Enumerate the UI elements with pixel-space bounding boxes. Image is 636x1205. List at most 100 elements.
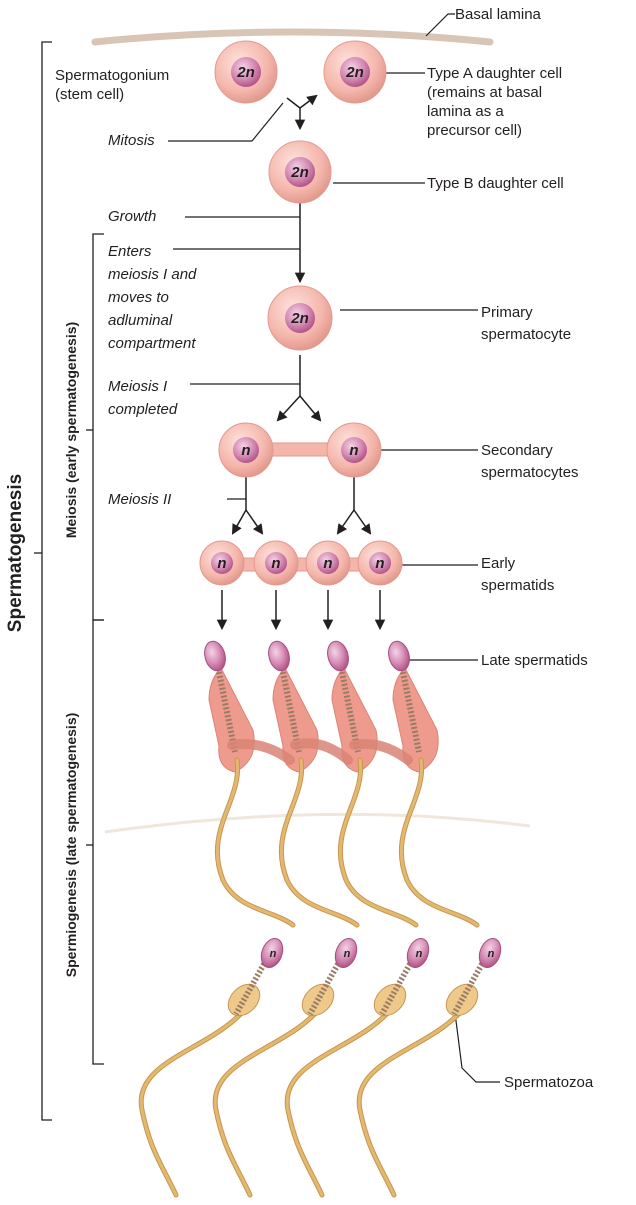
- flagellum: [212, 1005, 323, 1198]
- ploidy-label: 2n: [290, 310, 309, 327]
- flagellum: [398, 757, 480, 928]
- nucleus: [265, 552, 287, 574]
- flagellum: [337, 757, 419, 928]
- early-spermatid-cell: n: [253, 540, 299, 586]
- flagellum-core: [279, 758, 359, 927]
- nucleus: [285, 157, 315, 187]
- type-b-daughter-cell: 2n: [268, 140, 332, 204]
- meiosis-bracket-label: Meiosis (early spermatogenesis): [63, 321, 79, 539]
- meiosis-bracket: [92, 233, 104, 621]
- spermatozoon: n: [284, 937, 430, 1198]
- flagellum-core: [139, 1006, 248, 1197]
- secondary-spermatocyte-cell: n: [326, 422, 382, 478]
- midpiece: [280, 671, 302, 753]
- ploidy-label: n: [241, 442, 250, 459]
- ploidy-label: n: [349, 442, 358, 459]
- midpiece: [233, 962, 267, 1016]
- growth-label: Growth: [108, 208, 157, 225]
- spermatogenesis-bracket-label: Spermatogenesis: [5, 473, 26, 633]
- nucleus: [341, 437, 367, 463]
- sperm-head: [406, 937, 430, 969]
- basal-lamina-membrane: [91, 28, 494, 46]
- spermatogonium-cell: 2n: [214, 40, 278, 104]
- enters-meiosis-label: Enters meiosis I and moves to adluminal …: [108, 243, 197, 352]
- nucleus: [211, 552, 233, 574]
- meiosis-1-label: Meiosis I completed: [108, 378, 178, 418]
- nucleus: [317, 552, 339, 574]
- late-spermatid: [388, 640, 480, 928]
- nucleus: [233, 437, 259, 463]
- sperm-head: [334, 937, 358, 969]
- lumen-membrane: [104, 812, 531, 834]
- primary-spermatocyte-label: Primary spermatocyte: [481, 304, 572, 343]
- late-spermatids-label: Late spermatids: [481, 652, 588, 669]
- ploidy-label: n: [217, 555, 226, 572]
- spermatid-head: [268, 640, 290, 672]
- nucleus: [340, 57, 370, 87]
- spermatogonium-label: Spermatogonium (stem cell): [55, 67, 170, 103]
- midpiece: [451, 962, 485, 1016]
- spermatid-head: [204, 640, 226, 672]
- type-a-daughter-cell: 2n: [323, 40, 387, 104]
- type-a-label: Type A daughter cell (remains at basal l…: [427, 65, 563, 139]
- mitosis-label: Mitosis: [108, 132, 155, 149]
- ploidy-label: n: [344, 948, 351, 960]
- flagellum-core: [213, 1006, 322, 1197]
- late-spermatid: [327, 640, 419, 928]
- spermatid-head: [388, 640, 410, 672]
- midpiece: [339, 671, 361, 753]
- flagellum-core: [285, 1006, 394, 1197]
- spermatozoa-label: Spermatozoa: [504, 1074, 594, 1091]
- basal-lamina-label: Basal lamina: [455, 6, 541, 23]
- ploidy-label: 2n: [236, 64, 255, 81]
- midpiece: [216, 671, 238, 753]
- spermatid-head: [327, 640, 349, 672]
- flagellum: [356, 1005, 467, 1198]
- late-spermatid: [204, 640, 296, 928]
- flagellum-core: [338, 758, 418, 927]
- flagellum-core: [215, 758, 295, 927]
- early-spermatid-cell: n: [199, 540, 245, 586]
- midpiece: [379, 962, 413, 1016]
- spermatogenesis-bracket: [41, 41, 52, 1121]
- flagellum: [284, 1005, 395, 1198]
- spermiogenesis-bracket-label: Spermiogenesis (late spermatogenesis): [63, 712, 79, 978]
- sperm-head: [260, 937, 284, 969]
- spermatozoon: n: [356, 937, 502, 1198]
- cytoplasmic-bridge: [221, 557, 381, 572]
- nucleus: [369, 552, 391, 574]
- flagellum: [138, 1005, 249, 1198]
- flagellum-core: [357, 1006, 466, 1197]
- sperm-head: [478, 937, 502, 969]
- spermatozoon: n: [212, 937, 358, 1198]
- midpiece: [307, 962, 341, 1016]
- ploidy-label: 2n: [290, 164, 309, 181]
- ploidy-label: n: [271, 555, 280, 572]
- shared-cytoplasm: [227, 738, 413, 765]
- nucleus: [285, 303, 315, 333]
- early-spermatid-cell: n: [305, 540, 351, 586]
- nucleus: [231, 57, 261, 87]
- spermatozoon: n: [138, 937, 284, 1198]
- secondary-spermatocyte-cell: n: [218, 422, 274, 478]
- ploidy-label: n: [270, 948, 277, 960]
- ploidy-label: 2n: [345, 64, 364, 81]
- type-b-label: Type B daughter cell: [427, 175, 564, 192]
- midpiece: [400, 671, 422, 753]
- early-spermatid-cell: n: [357, 540, 403, 586]
- ploidy-label: n: [488, 948, 495, 960]
- ploidy-label: n: [323, 555, 332, 572]
- early-spermatids-label: Early spermatids: [481, 555, 555, 594]
- spermiogenesis-bracket: [92, 619, 104, 1065]
- secondary-spermatocytes-label: Secondary spermatocytes: [481, 442, 579, 481]
- flow-arrows: [216, 94, 386, 631]
- ploidy-label: n: [375, 555, 384, 572]
- primary-spermatocyte-cell: 2n: [267, 285, 333, 351]
- flagellum: [278, 757, 360, 928]
- leader-lines: [168, 13, 500, 1083]
- flagellum-core: [399, 758, 479, 927]
- ploidy-label: n: [416, 948, 423, 960]
- meiosis-2-label: Meiosis II: [108, 491, 172, 508]
